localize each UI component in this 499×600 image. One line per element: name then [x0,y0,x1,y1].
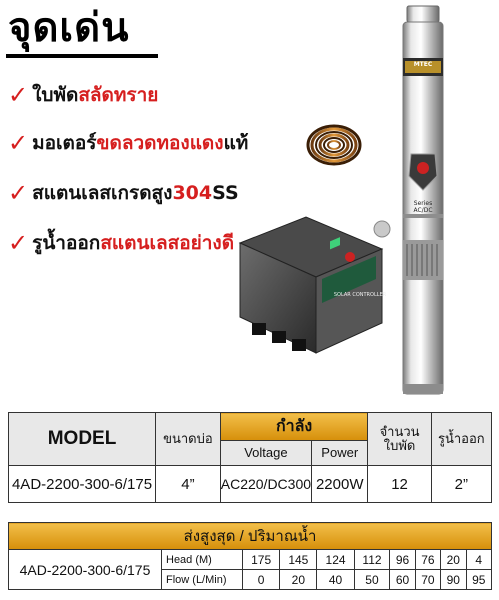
feature-text: มอเตอร์ [32,132,97,154]
head-value: 96 [389,549,416,570]
blade-header-line-1: จำนวน [379,424,420,439]
flow-value: 90 [440,569,467,590]
feature-suffix: SS [212,182,239,204]
check-icon: ✓ [8,129,29,157]
page-title: จุดเด่น [8,5,130,51]
flow-label: Flow (L/Min) [161,569,243,590]
model-header: MODEL [7,412,157,466]
flow-value: 0 [241,569,281,590]
flow-value: 40 [316,569,355,590]
head-value: 124 [316,549,355,570]
performance-table: ส่งสูงสุด / ปริมาณน้ำ 4AD-2200-300-6/175… [8,522,493,590]
performance-model: 4AD-2200-300-6/175 [8,549,162,590]
pump-brand-label: MTEC [413,61,433,68]
feature-item-stainless: ✓ สแตนเลสเกรดสูง 304 SS [8,178,239,208]
check-icon: ✓ [8,179,29,207]
feature-item-outlet: ✓ รูน้ำออก สแตนเลสอย่างดี [8,228,234,258]
blade-header-line-2: ใบพัด [383,438,416,453]
power-header: Power [311,439,369,467]
power-value: 2200W [311,465,369,503]
blade-count-header: จำนวน ใบพัด [367,412,432,466]
copper-coil-icon [306,124,362,166]
power-group-header: กำลัง [219,412,369,441]
performance-header: ส่งสูงสุด / ปริมาณน้ำ [8,522,492,550]
check-icon: ✓ [8,81,29,109]
head-value: 20 [440,549,467,570]
flow-value: 95 [465,569,493,590]
voltage-value: AC220/DC300 [219,465,313,503]
head-label: Head (M) [161,549,243,570]
head-value: 76 [414,549,442,570]
feature-highlight: สลัดทราย [78,84,159,106]
head-value: 4 [465,549,493,570]
feature-text: ใบพัด [32,84,79,106]
outlet-value: 2” [430,465,493,503]
feature-highlight: 304 [172,182,213,204]
head-value: 175 [241,549,281,570]
controller-label: SOLAR CONTROLLER [333,292,387,298]
title-underline [6,54,158,58]
pump-series-label: Series AC/DC [413,200,433,214]
pipe-size-header: ขนาดบ่อ [155,412,221,466]
feature-item-motor: ✓ มอเตอร์ ขดลวดทองแดง แท้ [8,128,248,158]
feature-item-impeller: ✓ ใบพัด สลัดทราย [8,80,158,110]
feature-highlight: สแตนเลสอย่างดี [100,232,235,254]
flow-value: 50 [353,569,391,590]
feature-text: สแตนเลสเกรดสูง [32,182,173,204]
flow-value: 20 [279,569,318,590]
submersible-pump-image [402,5,444,395]
spec-table: MODEL ขนาดบ่อ กำลัง จำนวน ใบพัด รูน้ำออก… [7,412,493,503]
check-icon: ✓ [8,229,29,257]
feature-text: รูน้ำออก [32,232,101,254]
solar-controller-image [238,216,391,354]
head-value: 112 [353,549,391,570]
pipe-size-value: 4” [155,465,221,503]
feature-highlight: ขดลวดทองแดง [96,132,224,154]
blade-count-value: 12 [367,465,432,503]
head-value: 145 [279,549,318,570]
flow-value: 70 [414,569,442,590]
model-value: 4AD-2200-300-6/175 [7,465,157,503]
flow-value: 60 [389,569,416,590]
outlet-header: รูน้ำออก [430,412,493,466]
feature-suffix: แท้ [223,132,249,154]
voltage-header: Voltage [219,439,313,467]
